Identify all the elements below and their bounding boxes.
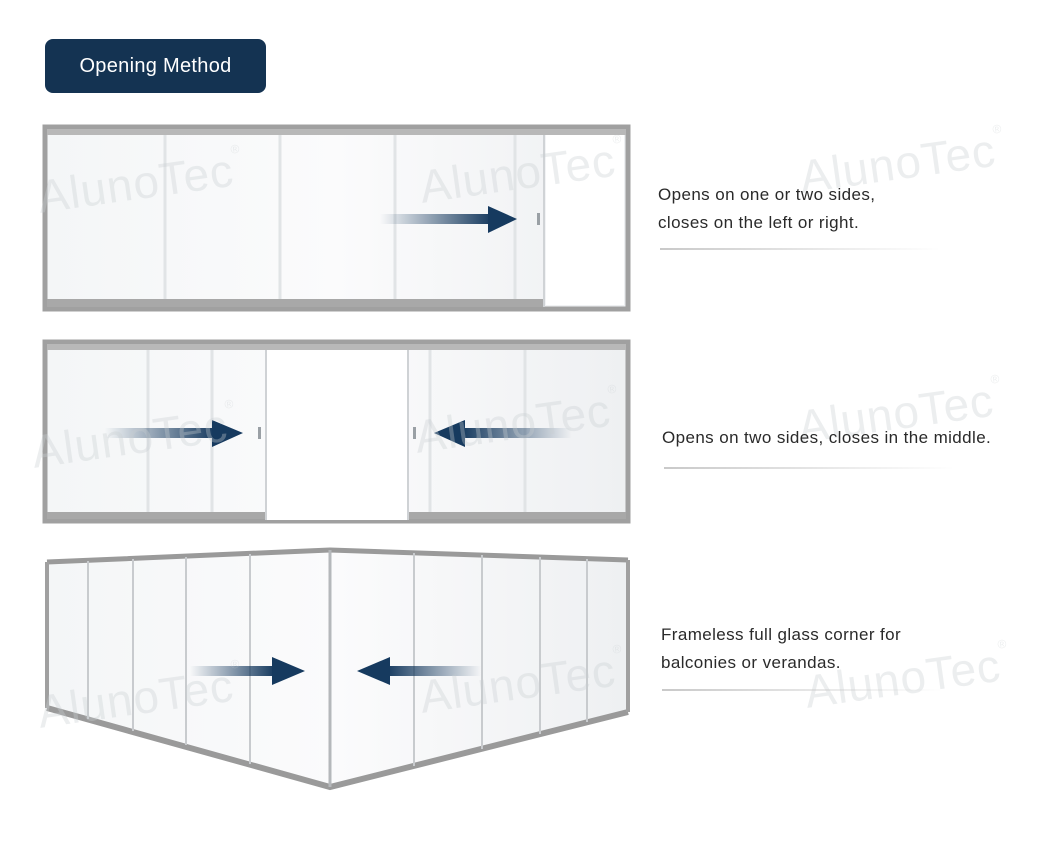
arrow-left-icon [434, 420, 572, 447]
arrow-right-icon [190, 657, 305, 685]
arrow-left-icon [357, 657, 481, 685]
caption-line: Opens on two sides, closes in the middle… [662, 428, 992, 447]
arrow-right-icon [105, 420, 243, 447]
caption-line: Opens on one or two sides, [658, 185, 876, 204]
arrow-right-icon [380, 206, 517, 233]
caption-side-sliding: Opens on one or two sides, closes on the… [658, 181, 875, 237]
diagram-glass-corner [45, 547, 630, 791]
caption-glass-corner: Frameless full glass corner for balconie… [661, 621, 901, 677]
divider [664, 467, 954, 469]
section-title: Opening Method [79, 54, 232, 77]
caption-line: balconies or verandas. [661, 653, 841, 672]
divider [662, 689, 942, 691]
divider [660, 248, 940, 250]
section-title-badge: Opening Method [45, 39, 266, 93]
caption-center-opening: Opens on two sides, closes in the middle… [662, 424, 991, 452]
caption-line: Frameless full glass corner for [661, 625, 902, 644]
diagram-center-opening [42, 339, 631, 524]
diagram-side-sliding [42, 124, 631, 312]
caption-line: closes on the left or right. [658, 213, 860, 232]
